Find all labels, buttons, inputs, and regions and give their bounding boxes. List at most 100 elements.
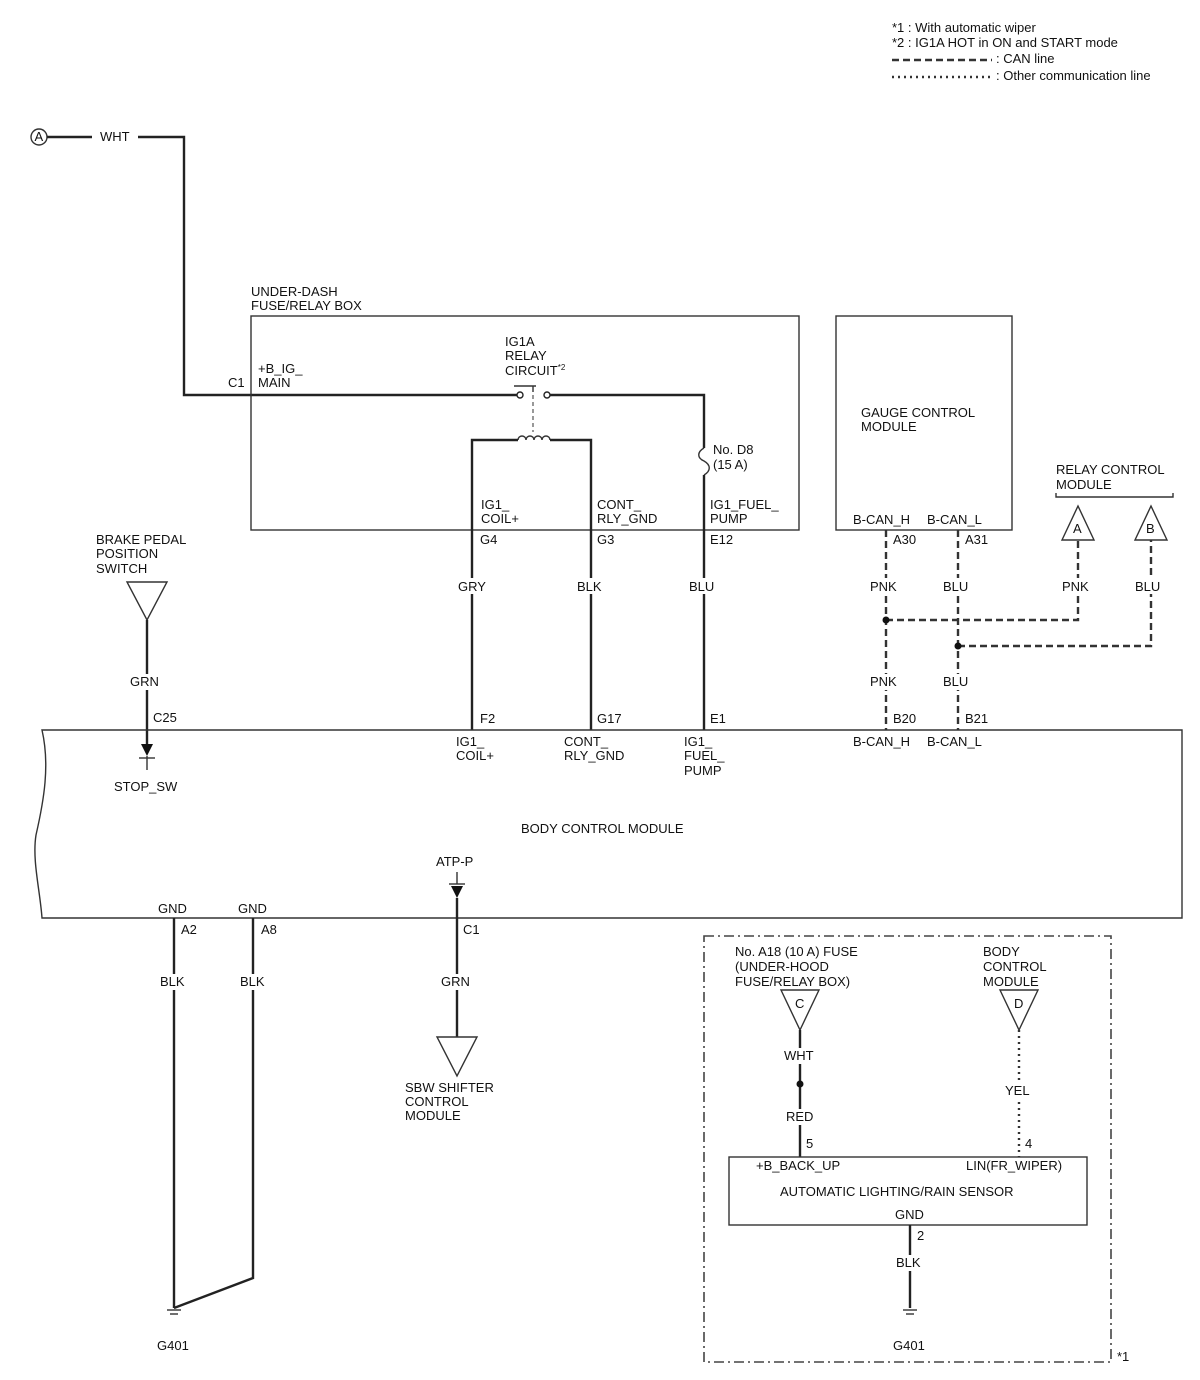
pin-5: 5	[806, 1136, 813, 1151]
pin-label-cont-2: RLY_GND	[597, 511, 657, 526]
label-mask	[157, 974, 191, 990]
relay-label-3: CIRCUIT*2	[505, 363, 566, 378]
option-note: *1	[1117, 1349, 1129, 1364]
pin-label-pump-1: IG1_FUEL_	[710, 497, 779, 512]
pin-e12: E12	[710, 532, 733, 547]
relay-contact-left	[516, 391, 524, 399]
bcm-ref-title-3: MODULE	[983, 974, 1039, 989]
fuse-d8-symbol	[698, 447, 710, 476]
pin-c25: C25	[153, 710, 177, 725]
label-mask	[868, 578, 902, 594]
rain-sensor-title: AUTOMATIC LIGHTING/RAIN SENSOR	[780, 1184, 1014, 1199]
bcm-pin-label-fp-1: IG1_	[684, 734, 713, 749]
connector-a-wire: A WHT	[30, 128, 518, 397]
label-mask	[438, 974, 474, 990]
brake-title-2: POSITION	[96, 546, 158, 561]
wire-color-blu: BLU	[943, 674, 968, 689]
connector-a-letter: A	[1073, 521, 1082, 536]
sensor-pin-label-backup: +B_BACK_UP	[756, 1158, 840, 1173]
pin-4: 4	[1025, 1136, 1032, 1151]
rain-sensor-outline	[728, 1156, 1088, 1226]
sbw-title-2: CONTROL	[405, 1094, 469, 1109]
fuse-box-title-1: UNDER-DASH	[251, 284, 338, 299]
option-boundary	[703, 935, 1112, 1363]
fuse-a18-label-2: (UNDER-HOOD	[735, 959, 829, 974]
can-h-branch	[886, 540, 1080, 622]
pin-label-cont-1: CONT_	[597, 497, 642, 512]
label-mask	[688, 578, 718, 594]
pin-label-b-ig-main-2: MAIN	[258, 375, 291, 390]
automatic-wiper-section: *1 No. A18 (10 A) FUSE (UNDER-HOOD FUSE/…	[703, 935, 1129, 1364]
bcm-pin-label-can-l: B-CAN_L	[927, 734, 982, 749]
relay-label-1: IG1A	[505, 334, 535, 349]
connector-a-triangle	[1060, 504, 1096, 541]
label-mask	[893, 1255, 927, 1271]
brake-title-1: BRAKE PEDAL	[96, 532, 186, 547]
wire-color-wht: WHT	[100, 129, 130, 144]
fuse-box-outline	[250, 315, 800, 531]
relay-control-bracket	[1055, 493, 1174, 498]
label-mask	[781, 1048, 819, 1064]
wire-color-pnk: PNK	[870, 674, 897, 689]
bcm-ref-title-1: BODY	[983, 944, 1020, 959]
bcm-pin-label-cont-1: CONT_	[564, 734, 609, 749]
pin-a30: A30	[893, 532, 916, 547]
wire-color-gry: GRY	[458, 579, 486, 594]
wire-color-blk: BLK	[896, 1255, 921, 1270]
bcm-pin-label-coil-1: IG1_	[456, 734, 485, 749]
bcm-title: BODY CONTROL MODULE	[521, 821, 684, 836]
connector-b-letter: B	[1146, 521, 1155, 536]
legend: *1 : With automatic wiper *2 : IG1A HOT …	[892, 20, 1151, 83]
atp-p-label: ATP-P	[436, 854, 473, 869]
bcm-pin-label-coil-2: COIL+	[456, 748, 494, 763]
pin-label-pump-2: PUMP	[710, 511, 748, 526]
brake-switch-triangle	[125, 581, 169, 622]
label-mask	[457, 578, 489, 594]
sbw-title-1: SBW SHIFTER	[405, 1080, 494, 1095]
wire-color-yel: YEL	[1005, 1083, 1030, 1098]
gauge-module-outline	[835, 315, 1013, 531]
can-l-branch	[958, 540, 1153, 648]
sbw-triangle	[435, 1036, 479, 1078]
wire-wht-main	[138, 135, 518, 397]
pin-label-coil-2: COIL+	[481, 511, 519, 526]
bcm-pin-label-can-h: B-CAN_H	[853, 734, 910, 749]
sensor-pin-label-lin: LIN(FR_WIPER)	[966, 1158, 1062, 1173]
relay-control-title-1: RELAY CONTROL	[1056, 462, 1165, 477]
gauge-control-module: GAUGE CONTROL MODULE B-CAN_H B-CAN_L A30…	[835, 315, 1013, 547]
relay-switch-symbol	[514, 385, 551, 441]
stop-sw-label: STOP_SW	[114, 779, 178, 794]
connector-c-triangle	[779, 989, 821, 1032]
wire-cont-rly-gnd	[550, 438, 593, 730]
legend-other-line: : Other communication line	[996, 68, 1151, 83]
pin-f2: F2	[480, 711, 495, 726]
sbw-shifter-control-module: GRN SBW SHIFTER CONTROL MODULE	[405, 898, 494, 1123]
label-mask	[576, 578, 606, 594]
wire-color-blu: BLU	[1135, 579, 1160, 594]
wire-color-blk: BLK	[160, 974, 185, 989]
body-control-module: BODY CONTROL MODULE F2 G17 E1 B20 B21 IG…	[34, 711, 1183, 937]
gnd-label-a2: GND	[158, 901, 187, 916]
brake-pedal-position-switch: BRAKE PEDAL POSITION SWITCH GRN C25 STOP…	[96, 532, 186, 794]
wire-color-blk: BLK	[577, 579, 602, 594]
bcm-outline	[34, 729, 1183, 919]
label-mask	[237, 974, 271, 990]
atp-arrow	[451, 886, 463, 898]
wire-color-pnk: PNK	[870, 579, 897, 594]
bcm-pin-label-fp-2: FUEL_	[684, 748, 725, 763]
brake-title-3: SWITCH	[96, 561, 147, 576]
connector-b-triangle	[1133, 504, 1169, 541]
connector-d-triangle	[998, 989, 1040, 1032]
gauge-pin-label-can-h: B-CAN_H	[853, 512, 910, 527]
pin-b20: B20	[893, 711, 916, 726]
label-mask	[128, 674, 164, 690]
label-mask	[1002, 1083, 1036, 1099]
sbw-title-3: MODULE	[405, 1108, 461, 1123]
relay-contact-right	[543, 391, 551, 399]
pin-g17: G17	[597, 711, 622, 726]
gauge-title-2: MODULE	[861, 419, 917, 434]
label-mask	[868, 674, 902, 690]
sensor-pin-label-gnd: GND	[895, 1207, 924, 1222]
relay-coil	[517, 435, 551, 441]
